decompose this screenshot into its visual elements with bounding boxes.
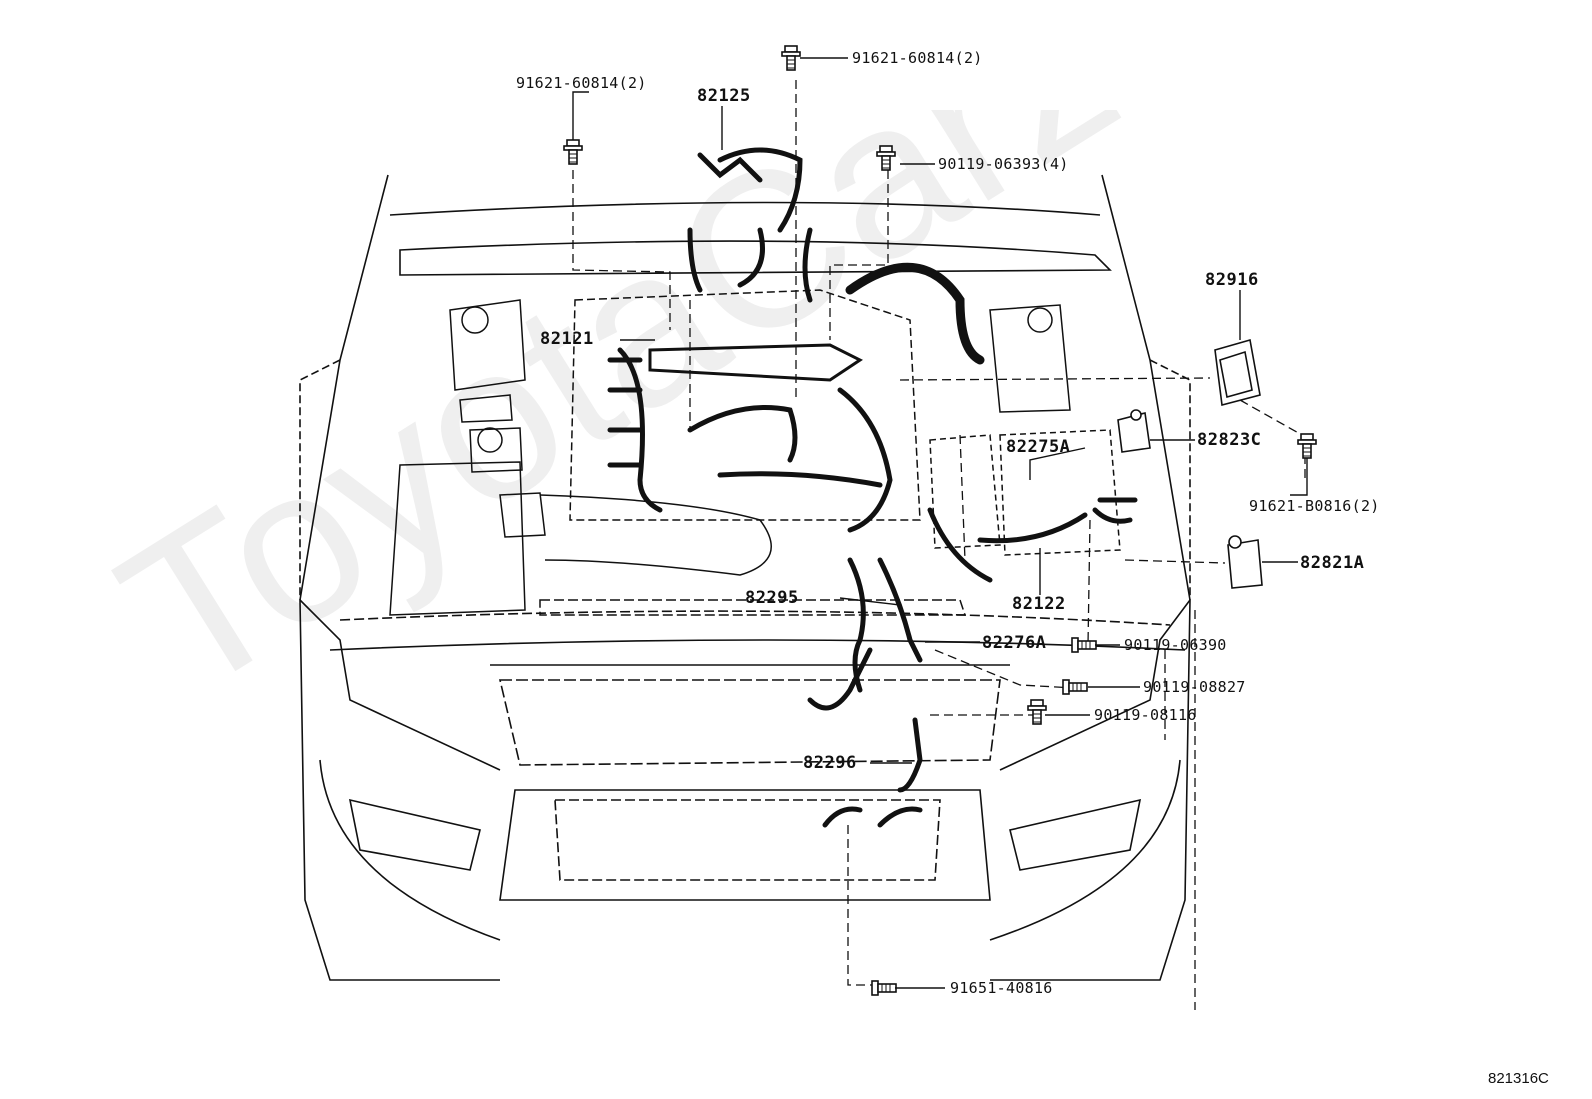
callout-part-82821A: 82821A <box>1300 553 1365 573</box>
callout-part-82916: 82916 <box>1205 270 1259 290</box>
engine-bay <box>389 289 1121 616</box>
figure-id: 821316C <box>1488 1070 1549 1087</box>
wire-harnesses <box>607 147 1138 828</box>
callout-bolt-top-left: 91621-60814(2) <box>516 74 647 92</box>
callout-bolt-91651-40816: 91651-40816 <box>950 979 1053 997</box>
right-side-parts <box>1117 338 1263 589</box>
callout-harness-82275A: 82275A <box>1006 437 1071 457</box>
callout-harness-82125: 82125 <box>697 86 751 106</box>
callout-bolt-90119-08116: 90119-08116 <box>1094 706 1197 724</box>
callout-part-82823C: 82823C <box>1197 430 1262 450</box>
leader-lines <box>572 57 1308 989</box>
callout-harness-82296: 82296 <box>803 753 857 773</box>
reference-lines <box>572 80 1306 1010</box>
bolt-icon <box>1027 699 1047 725</box>
bolt-icon <box>1062 679 1088 695</box>
bolt-icon <box>876 145 896 171</box>
callout-harness-82122: 82122 <box>1012 594 1066 614</box>
callout-bolt-90119-06390: 90119-06390 <box>1124 636 1227 654</box>
bolt-icon <box>871 980 897 996</box>
callout-harness-82295: 82295 <box>745 588 799 608</box>
callout-bolt-90119-06393: 90119-06393(4) <box>938 155 1069 173</box>
bolt-icon <box>563 139 583 165</box>
callout-bolt-top-center: 91621-60814(2) <box>852 49 983 67</box>
callout-bolt-91621-B0816: 91621-B0816(2) <box>1249 497 1380 515</box>
bolt-icon <box>781 45 801 71</box>
callout-harness-82276A: 82276A <box>982 633 1047 653</box>
callout-bolt-90119-08827: 90119-08827 <box>1143 678 1246 696</box>
bolt-icon <box>1071 637 1097 653</box>
vehicle-body <box>299 174 1191 981</box>
callout-harness-82121: 82121 <box>540 329 594 349</box>
bolt-icon <box>1297 433 1317 459</box>
